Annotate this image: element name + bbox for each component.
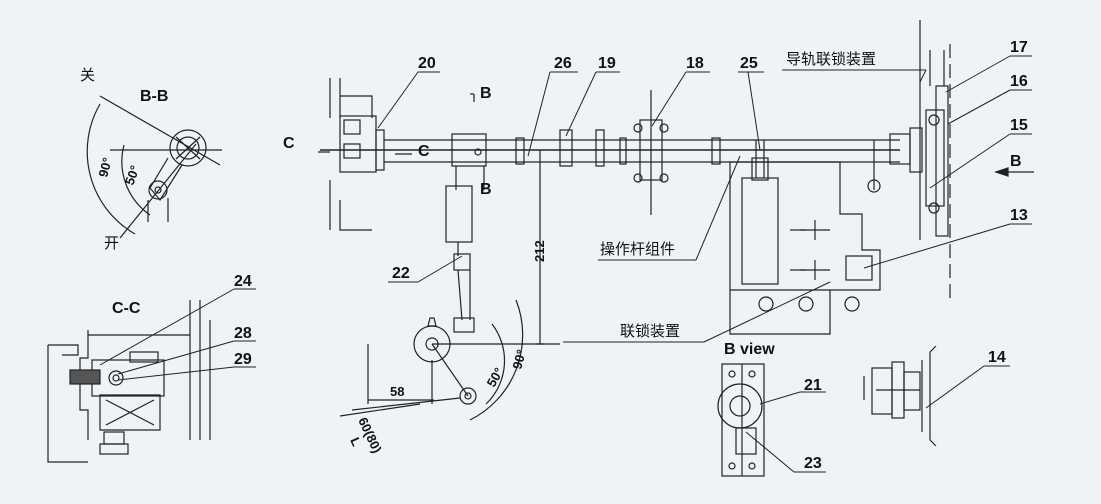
callout-25: 25 [740,55,758,72]
callout-19: 19 [598,55,616,72]
callout-20: 20 [418,55,436,72]
callout-16: 16 [1010,73,1028,90]
section-cc-title: C-C [112,300,141,317]
callout-14: 14 [988,349,1006,366]
callout-26: 26 [554,55,572,72]
callout-15: 15 [1010,117,1028,134]
callout-23: 23 [804,455,822,472]
marker-c-inner: C [418,143,430,160]
callout-28: 28 [234,325,252,342]
rail-interlock-label: 导轨联锁装置 [786,51,876,68]
cc-leaders [99,288,256,381]
callout-17: 17 [1010,39,1028,56]
main-angle-50: 50° [484,365,507,390]
section-bb-title: B-B [140,88,168,105]
marker-b-top: B [480,85,492,102]
detail-14 [863,345,937,447]
dim-L: L [347,435,364,449]
callout-24: 24 [234,273,252,290]
dim-212: 212 [532,240,547,262]
b-view-leaders [745,391,826,473]
bb-angle-90: 90° [95,156,115,179]
detail-14-leader [925,365,1010,409]
open-label: 开 [104,235,119,252]
main-angle-90: 90° [509,348,529,371]
marker-b-bottom: B [480,181,492,198]
marker-b-right: B [1010,153,1022,170]
callout-18: 18 [686,55,704,72]
interlock-device-label: 联锁装置 [620,323,680,340]
main-view [318,20,1034,421]
main-leaders [377,55,1032,343]
close-label: 关 [80,67,95,84]
marker-c-left: C [283,135,295,152]
section-cc [47,300,211,463]
bb-angle-50: 50° [122,163,143,187]
callout-22: 22 [392,265,410,282]
b-view [717,363,765,477]
section-bb [86,95,222,239]
callout-21: 21 [804,377,822,394]
lever-assembly-label: 操作杆组件 [600,241,675,258]
callout-13: 13 [1010,207,1028,224]
b-view-title: B view [724,341,775,358]
dim-58: 58 [390,384,404,399]
callout-29: 29 [234,351,252,368]
